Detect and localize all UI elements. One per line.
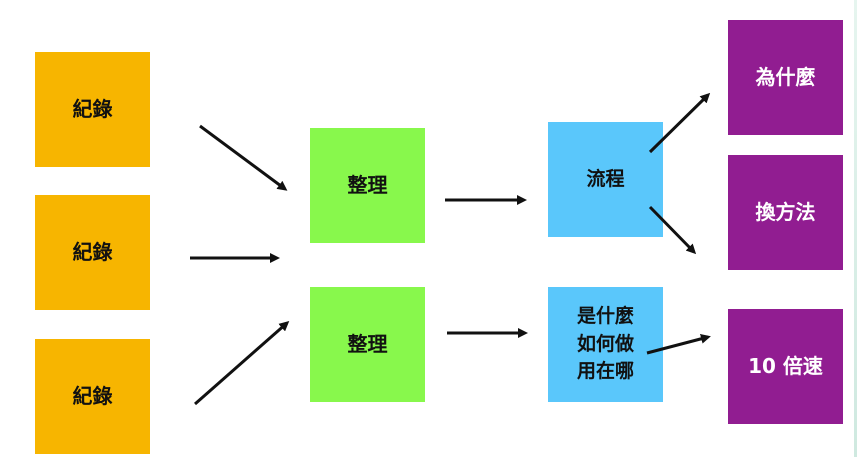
result-box-10x-speed: 10 倍速 xyxy=(728,309,843,424)
arrow-record1-to-organize1 xyxy=(199,124,288,191)
result-label-change-method: 換方法 xyxy=(755,200,816,224)
organize-box-1: 整理 xyxy=(310,128,425,243)
process-box-what-how-where: 是什麼 如何做 用在哪 xyxy=(548,287,663,402)
record-label-2: 紀錄 xyxy=(72,240,113,264)
result-label-why: 為什麼 xyxy=(755,65,816,89)
record-box-2: 紀錄 xyxy=(35,195,150,310)
result-box-why: 為什麼 xyxy=(728,20,843,135)
organize-box-2: 整理 xyxy=(310,287,425,402)
arrow-flow-to-why xyxy=(648,92,711,154)
organize-label-2: 整理 xyxy=(347,332,388,356)
arrow-flow-to-change-method xyxy=(648,205,697,255)
arrow-what-how-where-to-10x xyxy=(646,333,711,355)
record-label-1: 紀錄 xyxy=(72,97,113,121)
result-label-10x-speed: 10 倍速 xyxy=(748,354,823,378)
record-box-1: 紀錄 xyxy=(35,52,150,167)
record-box-3: 紀錄 xyxy=(35,339,150,454)
result-box-change-method: 換方法 xyxy=(728,155,843,270)
page-edge-divider xyxy=(854,0,857,457)
process-label-what-how-where: 是什麼 如何做 用在哪 xyxy=(576,305,634,383)
organize-label-1: 整理 xyxy=(347,173,388,197)
process-box-flow: 流程 xyxy=(548,122,663,237)
process-label-flow: 流程 xyxy=(586,167,625,190)
arrow-record3-to-organize2 xyxy=(194,321,290,406)
record-label-3: 紀錄 xyxy=(72,384,113,408)
